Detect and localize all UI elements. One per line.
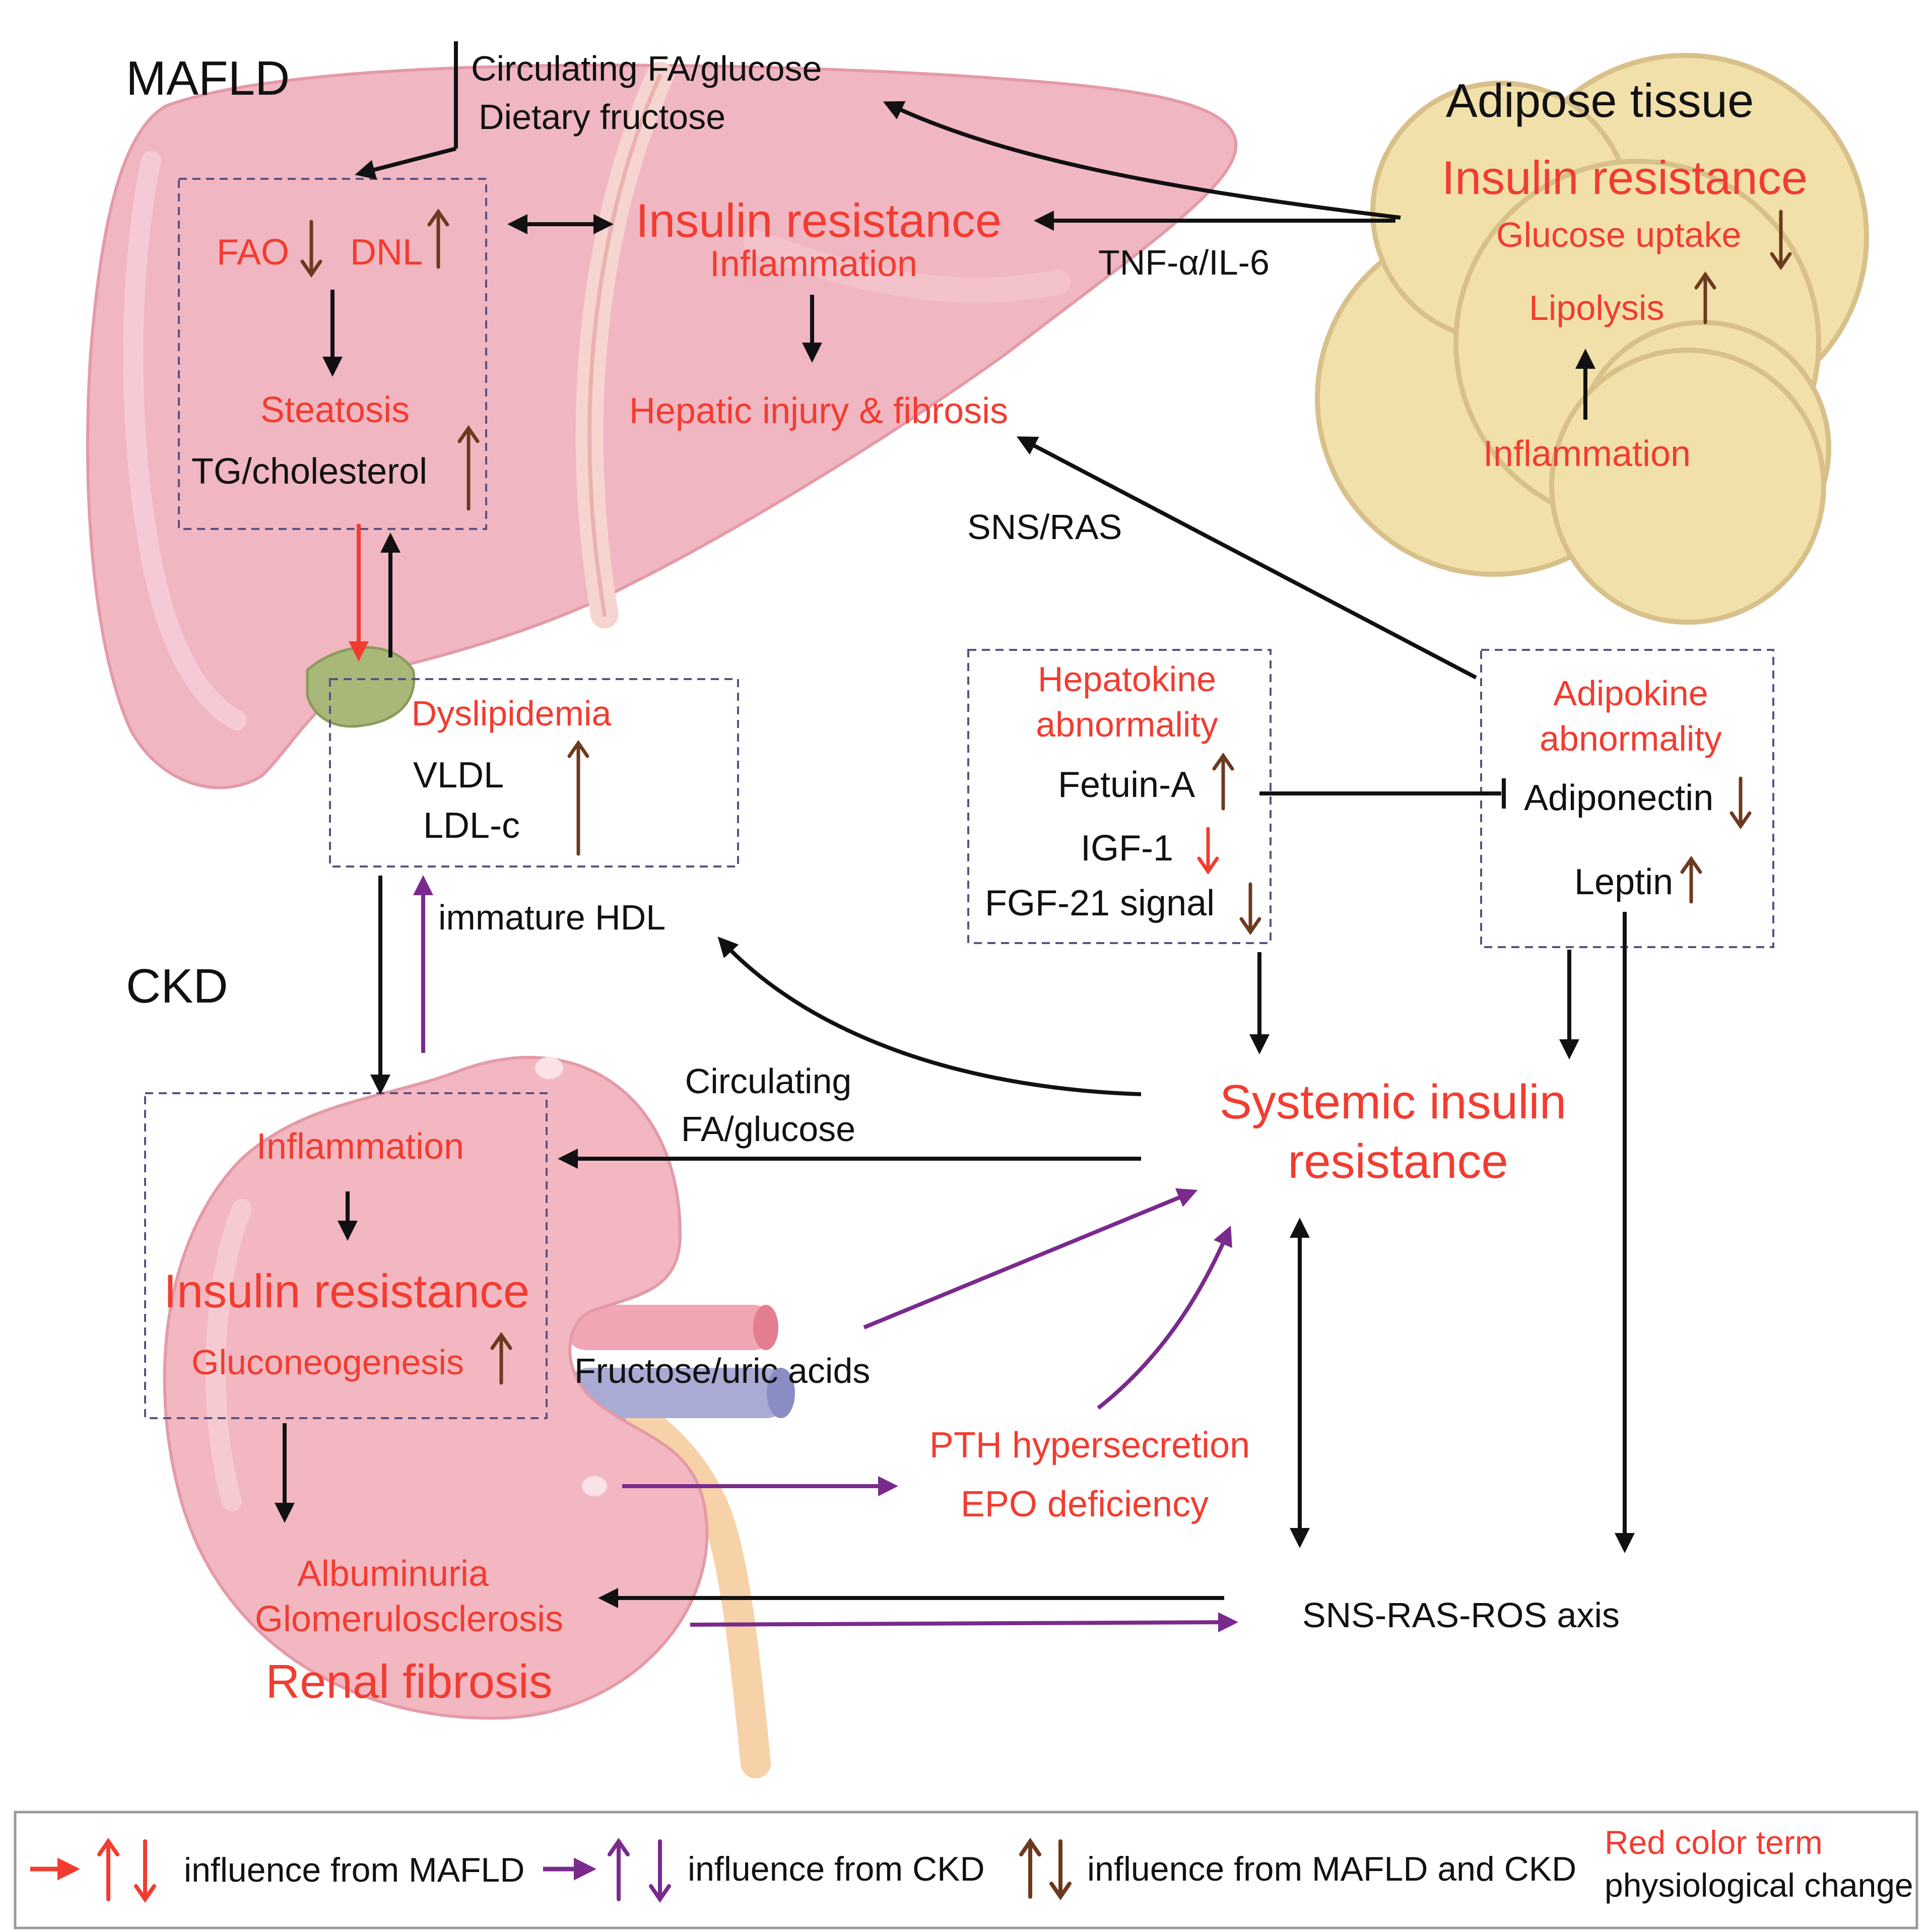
arrow-systemic-to-hdl: [717, 937, 1142, 1096]
label-fgf21: FGF-21 signal: [985, 883, 1215, 923]
gluconeogenesis-up-arrow-icon: [490, 1331, 512, 1385]
label-liver-inflammation: Inflammation: [710, 244, 917, 284]
label-dietary-fructose: Dietary fructose: [479, 97, 725, 137]
label-pth: PTH hypersecretion: [929, 1425, 1250, 1465]
label-fao: FAO: [217, 232, 289, 273]
label-sns-ras: SNS/RAS: [967, 507, 1122, 547]
legend-red-term-2: physiological change: [1605, 1867, 1913, 1904]
glucose-uptake-down-arrow-icon: [1770, 210, 1792, 271]
arrow-fructose-to-systemic: [863, 1188, 1198, 1329]
legend-purple-down-arrow-icon: [649, 1839, 671, 1903]
hepatokine-box: [967, 649, 1272, 944]
legend-red-term-1: Red color term: [1605, 1824, 1823, 1861]
tg-up-arrow-icon: [457, 425, 480, 511]
igf1-down-arrow-icon: [1197, 827, 1219, 875]
label-dyslipidemia: Dyslipidemia: [412, 694, 612, 733]
label-epo: EPO deficiency: [961, 1484, 1209, 1524]
label-steatosis: Steatosis: [260, 390, 410, 430]
label-fructose-uric: Fructose/uric acids: [574, 1351, 870, 1390]
label-hepatic-injury: Hepatic injury & fibrosis: [629, 391, 1008, 431]
arrow-adipokine-to-injury: [1016, 436, 1477, 680]
label-renal-fibrosis: Renal fibrosis: [265, 1655, 552, 1708]
black-arrows: [275, 41, 1635, 1608]
fao-down-arrow-icon: [300, 220, 322, 278]
label-systemic-ir-1: Systemic insulin: [1220, 1075, 1566, 1129]
arrow-adipose-to-circ-fa: [883, 101, 1401, 220]
label-glomerulosclerosis: Glomerulosclerosis: [255, 1599, 563, 1639]
legend-purple-up-arrow-icon: [608, 1837, 630, 1901]
label-systemic-ir-2: resistance: [1288, 1135, 1508, 1188]
label-adiponectin: Adiponectin: [1524, 778, 1713, 818]
label-leptin: Leptin: [1574, 862, 1673, 902]
arrow-circ-fa-to-box: [355, 147, 457, 180]
legend-both: influence from MAFLD and CKD: [1087, 1850, 1576, 1888]
legend-ckd: influence from CKD: [688, 1850, 985, 1888]
label-immature-hdl: immature HDL: [438, 898, 665, 937]
liver-illustration: [86, 61, 1238, 789]
legend-mafld: influence from MAFLD: [184, 1851, 524, 1889]
label-mafld: MAFLD: [126, 51, 290, 105]
dashed-boxes: [144, 178, 1774, 1419]
label-dnl: DNL: [350, 232, 423, 273]
adipokine-box: [1480, 649, 1774, 948]
kidney-box: [144, 1092, 548, 1419]
legend-red-down-arrow-icon: [134, 1839, 156, 1903]
label-glucose-uptake: Glucose uptake: [1496, 215, 1741, 254]
label-gluconeogenesis: Gluconeogenesis: [191, 1343, 464, 1382]
label-igf1: IGF-1: [1081, 828, 1173, 869]
label-hepatokine-2: abnormality: [1036, 705, 1218, 744]
kidney-illustration: [163, 1055, 709, 1720]
renal-vessels-illustration: [561, 1305, 795, 1778]
purple-arrows: [413, 875, 1238, 1633]
label-fetuin-a: Fetuin-A: [1058, 765, 1195, 805]
label-lipolysis: Lipolysis: [1529, 288, 1664, 327]
legend: influence from MAFLD influence from CKD …: [14, 1811, 1918, 1929]
dyslipidemia-up-arrow-icon: [567, 740, 589, 856]
fao-dnl-box: [178, 178, 487, 530]
label-tnf-il6: TNF-α/IL-6: [1098, 243, 1270, 282]
label-tg-cholesterol: TG/cholesterol: [191, 451, 427, 492]
label-sns-ras-ros: SNS-RAS-ROS axis: [1302, 1595, 1620, 1635]
label-adipose-inflammation: Inflammation: [1483, 434, 1691, 474]
arrow-kidney-to-sns: [690, 1612, 1238, 1633]
fetuin-up-arrow-icon: [1212, 752, 1234, 811]
label-adipokine-1: Adipokine: [1553, 674, 1708, 713]
adipose-cells-illustration: [1315, 53, 1869, 625]
legend-brown-up-arrow-icon: [1019, 1837, 1041, 1899]
label-vldl: VLDL: [413, 755, 504, 795]
label-ckd: CKD: [126, 959, 228, 1013]
adiponectin-down-arrow-icon: [1729, 776, 1752, 830]
legend-brown-down-arrow-icon: [1049, 1839, 1072, 1901]
lipolysis-up-arrow-icon: [1694, 271, 1716, 324]
label-kidney-circ-2: FA/glucose: [681, 1109, 855, 1149]
label-adipose-tissue: Adipose tissue: [1446, 74, 1754, 127]
legend-red-up-arrow-icon: [97, 1837, 119, 1901]
change-indicators: [300, 208, 1792, 1385]
leptin-up-arrow-icon: [1680, 855, 1702, 904]
dnl-up-arrow-icon: [427, 208, 449, 269]
label-adipokine-2: abnormality: [1540, 719, 1722, 758]
label-hepatokine-1: Hepatokine: [1038, 659, 1216, 699]
arrow-pth-to-systemic: [1097, 1225, 1232, 1410]
label-ldl-c: LDL-c: [423, 806, 520, 846]
label-albuminuria: Albuminuria: [297, 1554, 489, 1594]
label-kidney-inflammation: Inflammation: [256, 1126, 464, 1167]
label-kidney-circ-1: Circulating: [685, 1061, 852, 1101]
fgf21-down-arrow-icon: [1239, 882, 1261, 936]
label-liver-insulin-resistance: Insulin resistance: [636, 194, 1002, 247]
label-adipose-insulin-resistance: Insulin resistance: [1442, 151, 1808, 204]
legend-box: [14, 1811, 1918, 1929]
dyslipidemia-box: [329, 678, 739, 868]
gallbladder-illustration: [306, 646, 416, 728]
label-circ-fa-glucose: Circulating FA/glucose: [471, 49, 822, 88]
label-kidney-insulin-resistance: Insulin resistance: [164, 1264, 529, 1317]
